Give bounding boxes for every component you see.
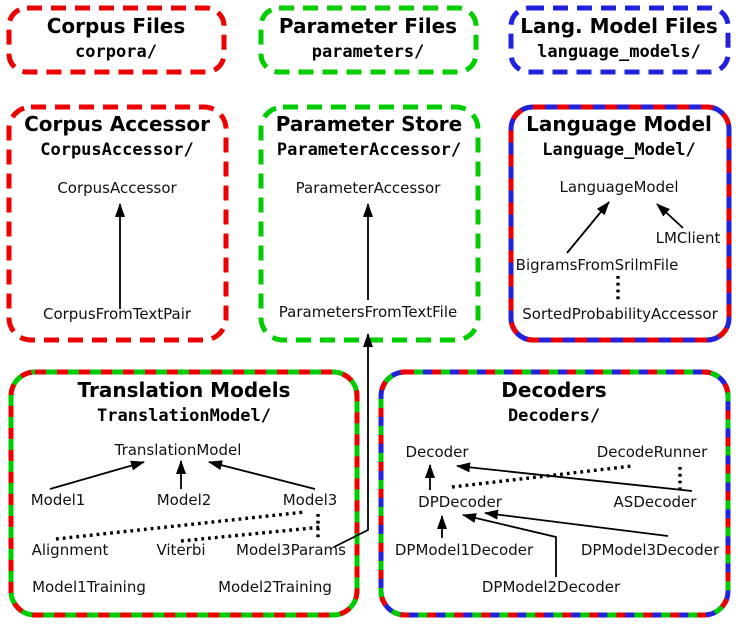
- module-title-corpus-accessor: Corpus Accessor: [24, 112, 210, 136]
- class-node-dpmodel1decoder: DPModel1Decoder: [394, 541, 534, 559]
- corpus-accessor-box-border: [6, 104, 229, 343]
- edge-viterbi-model3: [180, 525, 323, 543]
- module-title-translation-models: Translation Models: [77, 378, 291, 402]
- module-title-language-model: Language Model: [526, 112, 712, 136]
- class-node-dpmodel3decoder: DPModel3Decoder: [580, 541, 720, 559]
- parameter-files-box-border: [258, 5, 479, 75]
- edge-dpdecoder-decoderunner: [451, 464, 633, 489]
- class-node-parametersfromtextfile: ParametersFromTextFile: [278, 303, 458, 321]
- class-node-dpmodel2decoder: DPModel2Decoder: [481, 578, 621, 596]
- edge-model1-translationmodel: [49, 460, 145, 490]
- lang-model-files-box-border: [508, 5, 731, 75]
- module-title-decoders: Decoders: [501, 378, 607, 402]
- class-node-languagemodel: LanguageModel: [559, 178, 679, 196]
- class-node-viterbi: Viterbi: [156, 541, 206, 559]
- module-title-corpus-files: Corpus Files: [46, 14, 186, 38]
- class-node-bigramsfromsrilmfile: BigramsFromSrilmFile: [515, 256, 679, 274]
- class-node-model3: Model3: [282, 491, 338, 509]
- class-node-alignment: Alignment: [31, 541, 109, 559]
- translation-models-box-border-red: [8, 369, 360, 618]
- module-dir-decoders: Decoders/: [507, 406, 601, 426]
- class-node-model1: Model1: [30, 491, 86, 509]
- edge-dpmodel3decoder-dpdecoder: [484, 509, 669, 537]
- edge-alignment-model3: [55, 510, 306, 541]
- class-node-model3params: Model3Params: [236, 541, 346, 559]
- edge-bigramsfromsrilmfile-languagemodel: [566, 201, 610, 254]
- module-dir-language-model: Language_Model/: [542, 140, 696, 160]
- class-node-asdecoder: ASDecoder: [613, 493, 697, 511]
- class-node-model2: Model2: [156, 491, 212, 509]
- module-dir-translation-models: TranslationModel/: [97, 406, 271, 426]
- language-model-box-border-blue: [508, 104, 732, 343]
- edge-dpmodel2decoder-dpdecoder: [462, 513, 557, 577]
- module-title-lang-model-files: Lang. Model Files: [520, 14, 718, 38]
- class-node-dpdecoder: DPDecoder: [418, 493, 502, 511]
- module-dir-parameter-store: ParameterAccessor/: [276, 140, 462, 160]
- module-title-parameter-store: Parameter Store: [275, 112, 463, 136]
- decoders-box-border-green: [378, 369, 731, 618]
- module-title-parameter-files: Parameter Files: [278, 14, 458, 38]
- class-node-decoderunner: DecodeRunner: [596, 443, 708, 461]
- class-node-model1training: Model1Training: [32, 578, 146, 596]
- edge-model3params-parametersfromtextfile: [333, 333, 373, 548]
- class-node-lmclient: LMClient: [655, 229, 721, 247]
- module-dir-corpus-accessor: CorpusAccessor/: [40, 140, 194, 160]
- corpus-files-box-border: [6, 5, 227, 75]
- class-node-corpusfromtextpair: CorpusFromTextPair: [42, 305, 192, 323]
- module-dir-parameter-files: parameters/: [311, 42, 425, 62]
- class-node-model2training: Model2Training: [218, 578, 332, 596]
- edge-asdecoder-decoder: [456, 462, 693, 492]
- class-node-translationmodel: TranslationModel: [114, 441, 242, 459]
- module-dir-lang-model-files: language_models/: [537, 42, 701, 62]
- class-node-corpusaccessor: CorpusAccessor: [57, 179, 177, 197]
- edge-lmclient-languagemodel: [656, 203, 684, 229]
- decoders-box-border-red: [378, 369, 731, 618]
- class-node-sortedprobabilityaccessor: SortedProbabilityAccessor: [522, 305, 718, 323]
- edge-model3-translationmodel: [208, 460, 316, 490]
- class-node-decoder: Decoder: [405, 443, 469, 461]
- class-node-parameteraccessor: ParameterAccessor: [295, 179, 441, 197]
- module-dir-corpus-files: corpora/: [75, 42, 157, 62]
